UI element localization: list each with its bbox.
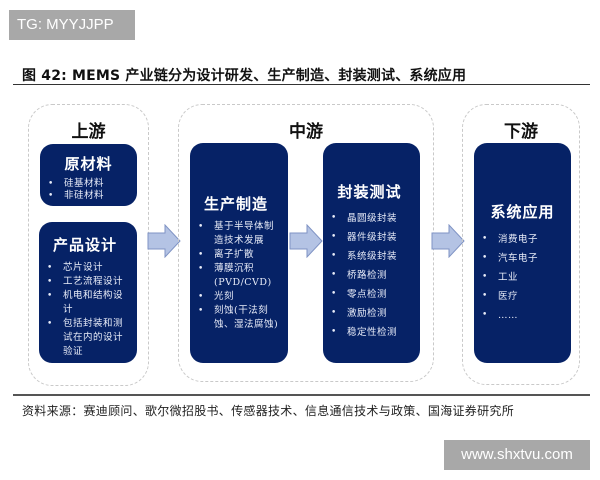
upstream-label: 上游: [71, 122, 106, 142]
list-item: 消费电子: [474, 230, 571, 249]
arrow-right-icon: [147, 224, 181, 258]
card-product-design: 产品设计 芯片设计 工艺流程设计 机电和结构设计 包括封装和测试在内的设计验证: [39, 222, 137, 363]
list-item: 工艺流程设计: [39, 275, 131, 289]
list-item: 医疗: [474, 287, 571, 306]
list-item: 工业: [474, 268, 571, 287]
list-item: 稳定性检测: [323, 323, 416, 342]
card-title: 生产制造: [203, 195, 268, 213]
list-item: 非硅材料: [40, 190, 137, 202]
list-item: 零点检测: [323, 285, 416, 304]
downstream-stage: 下游: [462, 104, 580, 385]
card-system-applications: 系统应用 消费电子 汽车电子 工业 医疗 ……: [474, 143, 571, 363]
watermark-bottom: www.shxtvu.com: [444, 440, 590, 470]
card-packaging-testing: 封装测试 晶圆级封装 器件级封装 系统级封装 桥路检测 零点检测 激励检测 稳定…: [323, 143, 420, 363]
downstream-label: 下游: [504, 122, 538, 142]
list-item: 离子扩散: [190, 248, 282, 262]
list-item: 硅基材料: [40, 178, 137, 190]
list-item: 机电和结构设计: [39, 289, 131, 317]
list-item: 桥路检测: [323, 266, 416, 285]
list-item: 薄膜沉积(PVD/CVD): [190, 262, 282, 290]
source-divider: [13, 394, 590, 396]
list-item: 汽车电子: [474, 249, 571, 268]
card-title: 系统应用: [490, 203, 555, 221]
card-raw-materials: 原材料 硅基材料 非硅材料: [40, 144, 137, 206]
watermark-top: TG: MYYJJPP: [9, 10, 135, 40]
card-title: 原材料: [64, 155, 113, 173]
list-item: 系统级封装: [323, 247, 416, 266]
title-divider: [13, 84, 590, 85]
midstream-label: 中游: [289, 122, 323, 142]
list-item: 光刻: [190, 290, 282, 304]
card-manufacturing: 生产制造 基于半导体制造技术发展 离子扩散 薄膜沉积(PVD/CVD) 光刻 刻…: [190, 143, 288, 363]
card-title: 产品设计: [52, 236, 117, 254]
list-item: 芯片设计: [39, 261, 131, 275]
list-item: 刻蚀(干法刻蚀、湿法腐蚀): [190, 304, 282, 332]
figure-title: 图 42: MEMS 产业链分为设计研发、生产制造、封装测试、系统应用: [22, 68, 467, 84]
list-item: 激励检测: [323, 304, 416, 323]
list-item: 基于半导体制造技术发展: [190, 220, 282, 248]
source-note: 资料来源：赛迪顾问、歌尔微招股书、传感器技术、信息通信技术与政策、国海证券研究所: [22, 404, 515, 418]
list-item: 包括封装和测试在内的设计验证: [39, 317, 131, 359]
list-item: 晶圆级封装: [323, 209, 416, 228]
arrow-right-icon: [289, 224, 323, 258]
list-item: ……: [474, 306, 571, 325]
list-item: 器件级封装: [323, 228, 416, 247]
card-title: 封装测试: [337, 183, 402, 201]
arrow-right-icon: [431, 224, 465, 258]
